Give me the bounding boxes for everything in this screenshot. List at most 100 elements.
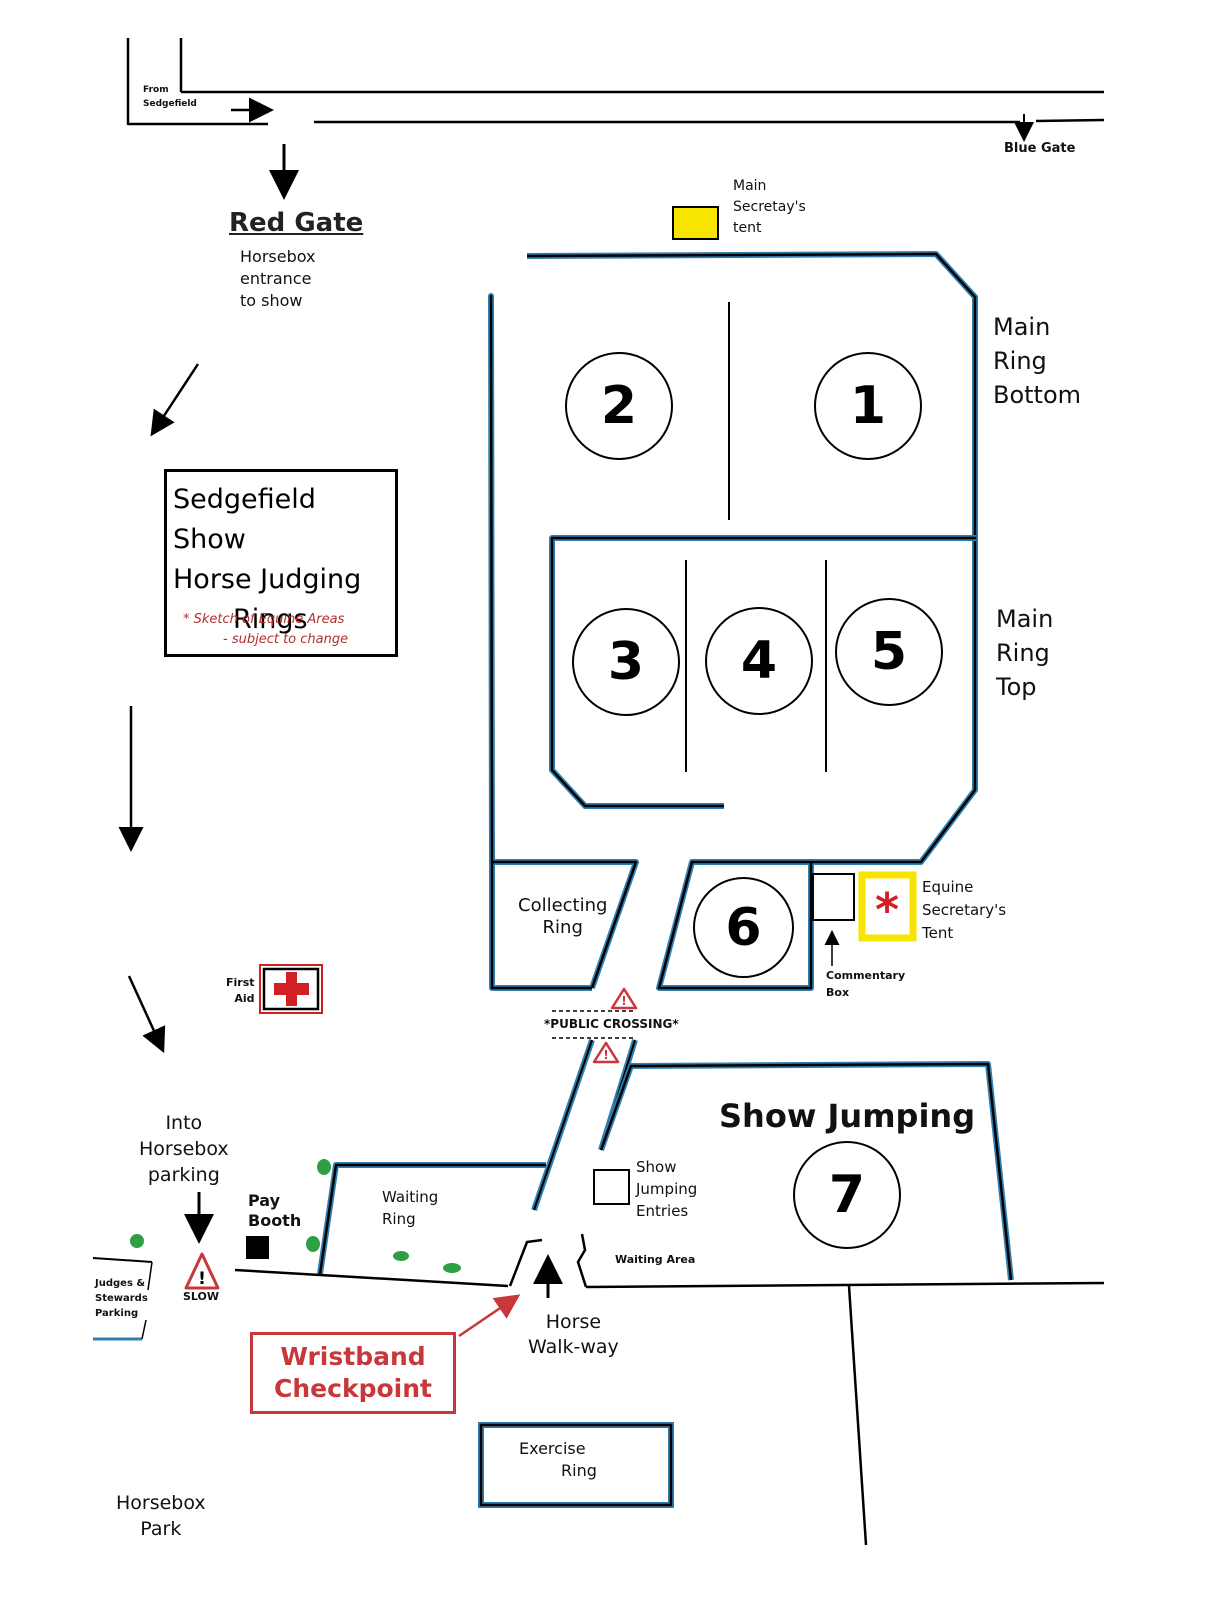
commentary-box-icon: [812, 873, 855, 921]
exercise-ring-line2: Ring: [561, 1461, 597, 1480]
equine-secretary-line2: Secretary's: [922, 901, 1007, 919]
disclaimer-line1: * Sketch of Equine Areas: [183, 612, 345, 627]
equine-secretary-label: Equine Secretary's Tent: [922, 876, 1006, 945]
from-sedgefield-label: From Sedgefield: [143, 83, 197, 111]
collecting-ring-line2: Ring: [542, 917, 583, 938]
pay-booth-line2: Booth: [248, 1211, 302, 1230]
svg-text:!: !: [621, 994, 626, 1008]
first-aid-label: First Aid: [226, 975, 255, 1007]
walkway-line2: Walk-way: [528, 1336, 619, 1358]
route-arrow-1: [150, 363, 200, 437]
ring-7-marker: 7: [793, 1141, 901, 1249]
exercise-ring-label: Exercise Ring: [519, 1438, 597, 1482]
red-gate-line3: to show: [240, 291, 303, 310]
red-gate-line1: Horsebox: [240, 247, 316, 266]
waiting-ring-label: Waiting Ring: [382, 1186, 438, 1230]
wristband-checkpoint-box: Wristband Checkpoint: [250, 1332, 456, 1414]
main-ring-top-line3: Top: [996, 673, 1037, 701]
wristband-arrow: [458, 1294, 521, 1338]
public-crossing-label: *PUBLIC CROSSING*: [544, 1017, 679, 1031]
main-secretary-line3: tent: [733, 220, 762, 236]
pay-booth-label: Pay Booth: [248, 1191, 301, 1231]
slow-warning-icon: !: [184, 1252, 220, 1290]
red-gate-line2: entrance: [240, 269, 312, 288]
collecting-ring-line1: Collecting: [518, 895, 608, 916]
commentary-box-label: Commentary Box: [826, 967, 905, 1001]
horsebox-park-line1: Horsebox: [116, 1492, 206, 1514]
horse-walkway-label: Horse Walk-way: [528, 1310, 619, 1360]
main-secretary-tent-icon: [672, 206, 719, 240]
map-title-box: Sedgefield Show Horse Judging Rings * Sk…: [164, 469, 398, 657]
judges-parking-outline: [92, 1257, 153, 1341]
pay-booth-icon: [246, 1236, 269, 1259]
ring-2-marker: 2: [565, 352, 673, 460]
show-jumping-entries-icon: [593, 1169, 630, 1205]
sj-entries-line2: Jumping: [636, 1180, 698, 1198]
equine-secretary-line1: Equine: [922, 878, 974, 896]
exercise-ring-line1: Exercise: [519, 1439, 586, 1458]
commentary-box-line2: Box: [826, 986, 850, 999]
ring-3-marker: 3: [572, 608, 680, 716]
lower-road: [234, 1268, 1105, 1546]
horsebox-park-line2: Park: [140, 1518, 182, 1540]
first-aid-line2: Aid: [234, 992, 255, 1005]
red-gate-title: Red Gate: [229, 208, 364, 238]
into-horsebox-parking-label: Into Horsebox parking: [139, 1110, 229, 1188]
ring-dividers: [685, 302, 827, 772]
walkway-line1: Horse: [545, 1311, 602, 1333]
title-line2: Horse Judging: [173, 564, 362, 595]
exercise-ring-outline: [478, 1422, 674, 1508]
ring-6-marker: 6: [693, 877, 794, 978]
road: [126, 38, 1105, 126]
asterisk-icon: *: [875, 883, 899, 937]
disclaimer-line2: - subject to change: [223, 632, 349, 647]
ring-5-marker: 5: [835, 598, 943, 706]
main-secretary-line2: Secretay's: [733, 199, 806, 215]
ring-1-marker: 1: [814, 352, 922, 460]
horsebox-park-label: Horsebox Park: [116, 1490, 206, 1542]
wristband-line1: Wristband: [280, 1342, 426, 1371]
into-parking-line2: Horsebox: [139, 1138, 229, 1160]
route-arrow-3: [127, 975, 166, 1054]
judges-parking-line1: Judges &: [95, 1278, 146, 1289]
pay-booth-line1: Pay: [248, 1191, 281, 1210]
title-line1: Sedgefield Show: [173, 484, 316, 555]
main-ring-bottom-line1: Main: [993, 313, 1051, 341]
waiting-ring-outline: [317, 1162, 546, 1275]
from-label-line1: From: [143, 85, 169, 95]
ring-4-marker: 4: [705, 607, 813, 715]
blue-gate-label: Blue Gate: [1004, 141, 1076, 156]
hedge-markers: [130, 1159, 461, 1273]
main-ring-top-label: Main Ring Top: [996, 602, 1053, 704]
waiting-ring-line1: Waiting: [382, 1188, 439, 1206]
walkway-gate-posts: [508, 1233, 588, 1288]
main-ring-bottom-line2: Ring: [993, 347, 1047, 375]
waiting-ring-line2: Ring: [382, 1210, 416, 1228]
judges-parking-line3: Parking: [95, 1308, 139, 1319]
show-jumping-entries-label: Show Jumping Entries: [636, 1156, 697, 1222]
commentary-box-line1: Commentary: [826, 969, 906, 982]
warning-triangle-icon-top: !: [610, 987, 638, 1010]
main-ring-outline: [488, 251, 978, 991]
show-jumping-title: Show Jumping: [719, 1097, 976, 1135]
show-jumping-ring-outline: [598, 1061, 1014, 1281]
warning-triangle-icon-bottom: !: [592, 1041, 620, 1064]
collecting-ring-label: Collecting Ring: [518, 895, 607, 939]
map-title: Sedgefield Show Horse Judging Rings: [173, 480, 395, 640]
wristband-line2: Checkpoint: [274, 1374, 432, 1403]
svg-text:!: !: [603, 1048, 608, 1062]
title-line3: Rings: [233, 604, 308, 635]
red-gate-description: Horsebox entrance to show: [240, 246, 316, 312]
main-secretary-line1: Main: [733, 178, 767, 194]
first-aid-icon: [259, 964, 323, 1014]
main-ring-top-line2: Ring: [996, 639, 1050, 667]
waiting-area-label: Waiting Area: [615, 1253, 696, 1266]
equine-secretary-tent-icon: [858, 871, 917, 942]
equine-secretary-line3: Tent: [922, 924, 954, 942]
main-ring-bottom-line3: Bottom: [993, 381, 1082, 409]
svg-text:!: !: [198, 1269, 206, 1289]
slow-label: SLOW: [183, 1290, 220, 1303]
from-label-line2: Sedgefield: [143, 99, 197, 109]
